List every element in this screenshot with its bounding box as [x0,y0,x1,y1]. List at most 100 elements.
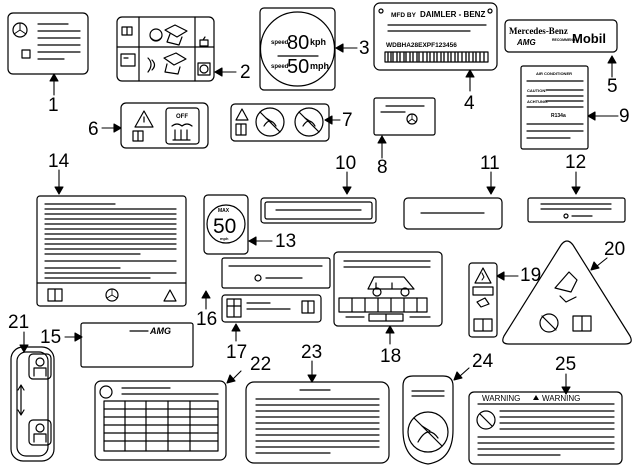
label-9: AIR CONDITIONER CAUTION: ACHTUNG: R134a [520,65,589,150]
label-24 [402,375,454,465]
callout-18: 18 [380,346,402,367]
max-speed-unit: mph [220,236,229,241]
max-speed-value: 50 [213,215,236,238]
callout-21: 21 [8,312,30,333]
speed-placard-circle [259,11,336,87]
speed-prefix-1: speed [271,40,289,46]
child-seat-icon [28,353,52,380]
speed-unit-mph: mph [310,61,329,71]
callout-7: 7 [342,110,353,131]
callout-3: 3 [359,38,370,59]
callout-6: 6 [88,119,99,140]
callout-15: 15 [40,327,62,348]
speed-value-kph: 80 [287,32,309,54]
label-4: MFD BY DAIMLER - BENZ WDBHA28EXPF123456 [373,2,498,71]
warning-triangle-icon [533,395,539,400]
callout-9: 9 [619,106,630,127]
label-3: speed 80 kph speed 50 mph [259,7,336,91]
warning-triangle-icon [502,240,632,345]
manufacturer-name: DAIMLER - BENZ [420,10,485,19]
callout-1: 1 [48,95,59,116]
callout-24: 24 [472,351,494,372]
label-7 [230,103,330,142]
label-13: MAX 50 mph [203,194,249,255]
label-23 [245,381,390,464]
airbag-icon [476,297,490,308]
label-14 [36,195,187,307]
label-18 [333,251,443,327]
no-child-seat-icon [407,411,449,453]
manual-book-icon [572,315,592,332]
mercedes-benz-wordmark: Mercedes-Benz [509,26,568,36]
callout-16: 16 [196,309,218,330]
warning-triangle-icon [235,108,249,121]
callout-11: 11 [480,153,500,174]
callout-25: 25 [555,354,577,375]
manual-book-icon [132,130,144,142]
prohibition-icon [476,410,496,430]
barcode [384,51,489,63]
caution-text: CAUTION: [527,88,547,93]
off-text: OFF [176,114,188,120]
air-conditioner-title: AIR CONDITIONER [536,71,572,76]
max-speed-circle [206,204,246,244]
no-child-seat-icon [294,107,324,137]
speed-prefix-2: speed [271,64,289,70]
warning-triangle-icon [163,289,177,302]
callout-8: 8 [377,157,388,178]
label-16 [221,257,331,289]
callout-2: 2 [240,62,251,83]
callout-5: 5 [607,76,618,97]
child-seat-icon [28,419,52,446]
callout-17: 17 [226,342,248,363]
achtung-text: ACHTUNG: [527,99,548,104]
label-15: AMG [80,322,194,368]
callout-14: 14 [48,151,70,172]
callout-20: 20 [604,239,626,260]
amg-wordmark: AMG [149,326,171,336]
callout-19: 19 [520,265,542,286]
manual-book-icon [47,288,63,302]
callout-12: 12 [565,152,587,173]
label-5: Mercedes-Benz AMG RECOMMENDS Mobil [504,19,618,53]
callout-22: 22 [250,354,272,375]
vin-number: WDBHA28EXPF123456 [386,42,457,49]
callout-23: 23 [301,342,323,363]
label-20 [502,240,632,345]
label-2 [116,16,215,82]
label-25: WARNING WARNING [468,391,623,465]
label-1 [7,12,89,75]
callout-13: 13 [275,231,297,252]
label-19 [468,262,498,338]
max-text: MAX [218,208,230,214]
mercedes-star-icon [99,385,113,399]
label-17 [221,294,322,323]
speed-value-mph: 50 [287,56,309,78]
recommends-text: RECOMMENDS [552,38,578,42]
no-child-seat-icon [255,107,285,137]
label-11 [403,197,503,230]
manual-book-icon [301,300,315,314]
label-12 [527,197,626,223]
no-child-seat-icon [539,313,559,333]
mobil-logo: Mobil [572,31,606,46]
callout-10: 10 [335,153,357,174]
mfd-by-label: MFD BY [391,12,417,19]
refrigerant-type: R134a [551,113,566,119]
warning-text-left: WARNING [482,394,520,403]
warning-triangle-icon [474,267,492,284]
warning-text-right: WARNING [542,394,580,403]
double-arrow-icon [17,384,25,416]
callout-4: 4 [464,93,475,114]
label-22 [94,380,227,461]
manual-book-icon [473,318,493,332]
speed-unit-kph: kph [310,37,326,47]
warning-triangle-icon [134,110,154,128]
label-10 [260,197,377,224]
amg-wordmark: AMG [516,38,536,47]
label-8 [373,97,436,136]
vehicle-icon [367,276,415,290]
manual-book-icon [235,123,247,136]
label-21 [10,346,55,462]
